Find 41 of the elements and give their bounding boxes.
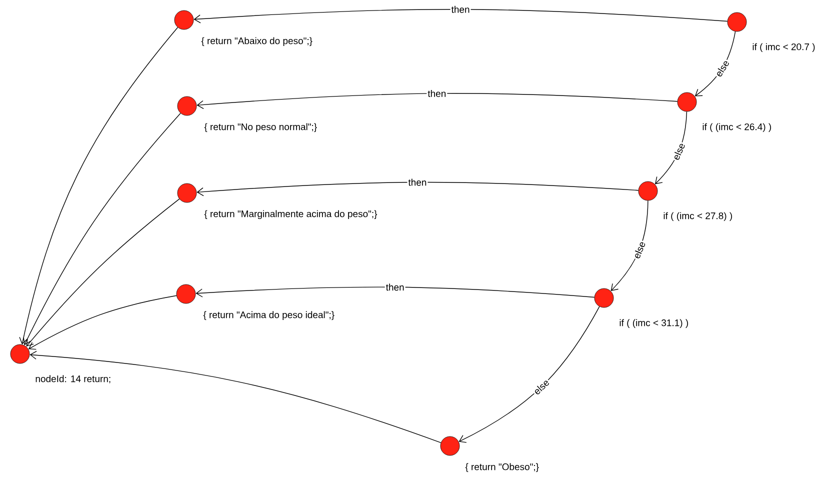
node-caption: { return "Obeso";} <box>465 463 539 472</box>
node-circle <box>177 183 197 203</box>
edge-label: then <box>426 88 448 98</box>
edge-label: then <box>407 178 428 187</box>
node-circle <box>176 284 196 304</box>
node-circle <box>10 344 30 364</box>
node-circle <box>174 10 194 30</box>
node-caption: nodeId: 14 return; <box>36 375 110 384</box>
arrow <box>654 111 688 184</box>
arrow <box>28 295 177 350</box>
node-circle <box>638 181 658 201</box>
arrow <box>19 27 178 344</box>
node-caption: { return "No peso normal";} <box>204 123 317 132</box>
edge-label: else <box>713 58 732 79</box>
arrow <box>196 286 595 298</box>
node-caption: { return "Acima do peso ideal";} <box>203 311 334 320</box>
node-caption: { return "Abaixo do peso";} <box>201 37 312 46</box>
arrow <box>196 93 678 110</box>
node-circle <box>177 96 197 116</box>
node-caption: if ( imc < 20.7 ) <box>752 43 815 52</box>
node-circle <box>677 92 697 112</box>
arrow <box>610 200 648 292</box>
edge-label: then <box>450 4 471 14</box>
node-caption: if ( (imc < 26.4) ) <box>702 123 771 132</box>
arrow <box>194 9 728 24</box>
edge-label: then <box>384 282 406 292</box>
arrow <box>30 350 442 443</box>
edge-label: else <box>631 239 648 261</box>
arrow <box>23 112 181 346</box>
edge-label: else <box>670 140 687 162</box>
node-circle <box>594 288 614 308</box>
node-circle <box>440 436 460 456</box>
arrow <box>196 182 639 196</box>
arrow <box>26 198 180 347</box>
arrow <box>458 306 600 443</box>
edge-label: else <box>531 376 552 397</box>
node-caption: if ( (imc < 31.1) ) <box>620 319 688 328</box>
arrow <box>694 31 736 96</box>
node-caption: { return "Marginalmente acima do peso";} <box>204 210 378 220</box>
node-circle <box>727 12 747 32</box>
node-caption: if ( (imc < 27.8) ) <box>664 212 732 222</box>
